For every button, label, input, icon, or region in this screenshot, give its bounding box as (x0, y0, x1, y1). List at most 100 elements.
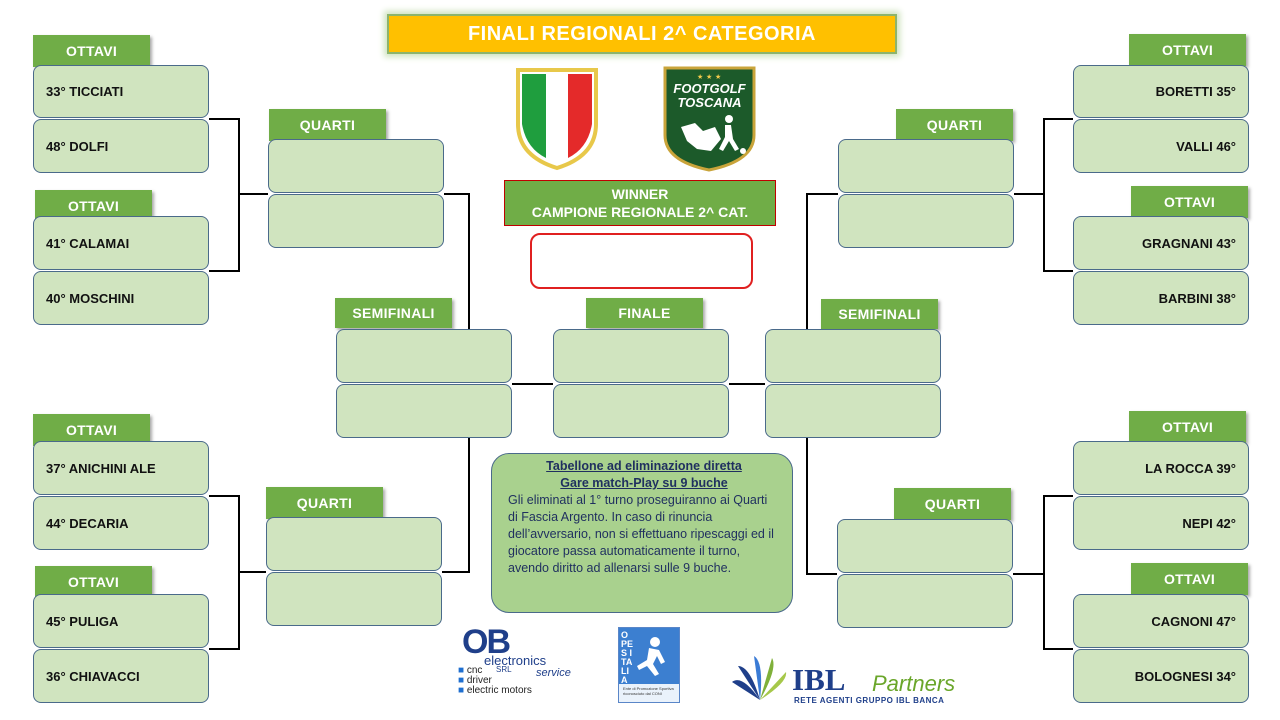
page-title: FINALI REGIONALI 2^ CATEGORIA (387, 14, 897, 54)
rules-heading-1: Tabellone ad eliminazione diretta (546, 459, 742, 473)
player-slot-left-4: 40° MOSCHINI (33, 271, 209, 325)
svg-text:★: ★ (715, 73, 721, 81)
opes-subtitle: Ente di Promozione Sportiva riconosciuto… (623, 686, 674, 696)
connector (238, 118, 240, 272)
player-slot-right-2: VALLI 46° (1073, 119, 1249, 173)
player-slot-right-3: GRAGNANI 43° (1073, 216, 1249, 270)
player-slot-left-6: 44° DECARIA (33, 496, 209, 550)
connector (1014, 193, 1045, 195)
connector (806, 573, 837, 575)
opes-runner-icon (619, 628, 679, 684)
partners-text: Partners (872, 671, 956, 696)
connector (238, 193, 268, 195)
ob-item-text: cnc (466, 665, 483, 676)
player-slot-right-7: CAGNONI 47° (1073, 594, 1249, 648)
quarti-label-left-bottom: QUARTI (266, 487, 383, 519)
player-slot-left-2: 48° DOLFI (33, 119, 209, 173)
quarti-slot-right-3 (837, 519, 1013, 573)
connector (444, 193, 470, 195)
quarti-slot-left-4 (266, 572, 442, 626)
player-slot-right-5: LA ROCCA 39° (1073, 441, 1249, 495)
ottavi-label-left-1: OTTAVI (33, 35, 150, 67)
connector (729, 383, 765, 385)
ottavi-label-left-4: OTTAVI (35, 566, 152, 598)
footgolf-shield-icon: ★ ★ ★ (663, 66, 756, 172)
toscana-text: TOSCANA (677, 95, 742, 110)
footgolf-logo-text: FOOTGOLF TOSCANA (661, 82, 758, 110)
footgolf-text: FOOTGOLF (673, 81, 746, 96)
ob-item: ■ electric motors (458, 685, 532, 696)
ibl-fan-icon (732, 656, 787, 700)
winner-header: WINNER CAMPIONE REGIONALE 2^ CAT. (504, 180, 776, 226)
ob-electronics-logo: OB electronics SRL service ■ cnc ■ drive… (452, 623, 592, 697)
ob-item: ■ cnc (458, 665, 483, 676)
ob-item: ■ driver (458, 675, 492, 686)
final-slot-2 (553, 384, 729, 438)
ob-electronics-text: electronics (484, 653, 547, 668)
connector (468, 438, 470, 573)
quarti-label-left-top: QUARTI (269, 109, 386, 141)
connector (209, 270, 240, 272)
ottavi-label-right-4: OTTAVI (1131, 563, 1248, 595)
player-slot-left-7: 45° PULIGA (33, 594, 209, 648)
connector (468, 193, 470, 329)
ob-srl-text: SRL (496, 665, 512, 674)
quarti-slot-right-1 (838, 139, 1014, 193)
connector (806, 193, 838, 195)
ibl-subtitle: RETE AGENTI GRUPPO IBL BANCA (794, 696, 945, 705)
winner-slot (530, 233, 753, 289)
player-slot-left-5: 37° ANICHINI ALE (33, 441, 209, 495)
connector (1043, 118, 1073, 120)
ob-service-text: service (536, 667, 571, 679)
svg-text:★: ★ (706, 73, 712, 81)
svg-text:★: ★ (697, 73, 703, 81)
rules-heading-2: Gare match-Play su 9 buche (560, 476, 728, 490)
opes-text: OPES ITALIA (621, 630, 634, 685)
connector (1043, 270, 1073, 272)
winner-label: WINNER (611, 186, 669, 202)
player-slot-right-6: NEPI 42° (1073, 496, 1249, 550)
connector (209, 118, 240, 120)
connector (238, 571, 266, 573)
champion-label: CAMPIONE REGIONALE 2^ CAT. (531, 204, 749, 220)
connector (209, 648, 240, 650)
player-slot-left-3: 41° CALAMAI (33, 216, 209, 270)
quarti-slot-left-1 (268, 139, 444, 193)
opes-italia-logo: OPES ITALIA Ente di Promozione Sportiva … (618, 627, 680, 703)
semi-slot-right-1 (765, 329, 941, 383)
scudetto-icon (516, 68, 598, 171)
semi-slot-right-2 (765, 384, 941, 438)
footgolf-toscana-logo: ★ ★ ★ FOOTGOLF TOSCANA (661, 65, 758, 173)
player-slot-left-8: 36° CHIAVACCI (33, 649, 209, 703)
quarti-label-right-bottom: QUARTI (894, 488, 1011, 520)
semifinali-label-right: SEMIFINALI (821, 299, 938, 329)
finale-label: FINALE (586, 298, 703, 328)
connector (1013, 573, 1045, 575)
ottavi-label-left-3: OTTAVI (33, 414, 150, 446)
connector (442, 571, 470, 573)
connector (209, 495, 240, 497)
ottavi-label-right-2: OTTAVI (1131, 186, 1248, 218)
player-slot-right-8: BOLOGNESI 34° (1073, 649, 1249, 703)
player-slot-right-1: BORETTI 35° (1073, 65, 1249, 118)
semifinali-label-left: SEMIFINALI (335, 298, 452, 328)
semi-slot-left-2 (336, 384, 512, 438)
quarti-slot-left-3 (266, 517, 442, 571)
connector (512, 383, 553, 385)
quarti-slot-left-2 (268, 194, 444, 248)
connector (1043, 495, 1045, 650)
quarti-slot-right-2 (838, 194, 1014, 248)
quarti-slot-right-4 (837, 574, 1013, 628)
ibl-text: IBL (792, 662, 846, 697)
ob-mark: OB (462, 623, 511, 661)
ob-items: ■ cnc ■ driver ■ electric motors (458, 666, 532, 696)
ottavi-label-right-1: OTTAVI (1129, 34, 1246, 66)
connector (806, 438, 808, 575)
ob-item-text: electric motors (466, 685, 532, 696)
connector (1043, 648, 1073, 650)
final-slot-1 (553, 329, 729, 383)
semi-slot-left-1 (336, 329, 512, 383)
ibl-partners-logo: IBL Partners RETE AGENTI GRUPPO IBL BANC… (728, 652, 978, 707)
connector (1043, 495, 1073, 497)
connector (1043, 118, 1045, 272)
